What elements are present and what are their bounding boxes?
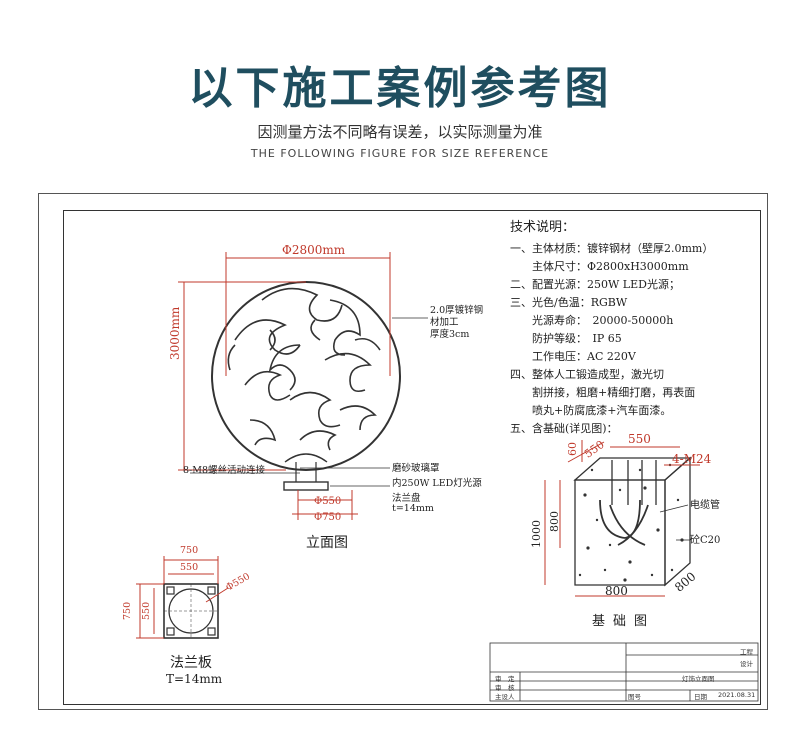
elevation-dimensions xyxy=(178,252,391,520)
sphere-width-dim: Φ2800mm xyxy=(282,243,346,257)
spec-line: 五、含基础(详见图)： xyxy=(510,422,618,435)
tb-date-value: 2021.08.31 xyxy=(718,691,756,699)
flange-dimensions xyxy=(136,556,229,639)
page-subtitle-en: THE FOLLOWING FIGURE FOR SIZE REFERENCE xyxy=(250,147,550,160)
foundation-dim-1000: 1000 xyxy=(530,520,543,548)
base-dim-750: Φ750 xyxy=(314,512,342,523)
page-subtitle: 因测量方法不同略有误差，以实际测量为准 xyxy=(257,123,543,141)
tb-review: 审 定 xyxy=(495,675,515,683)
tb-lead: 主设人 xyxy=(495,693,515,701)
flange-dim-750-v: 750 xyxy=(122,601,133,620)
flange-note: 法兰盘 xyxy=(392,493,421,504)
foundation-dim-60: 60 xyxy=(566,442,579,456)
spec-line: 二、配置光源：250W LED光源； xyxy=(510,278,680,291)
spec-line: 四、整体人工锻造成型，激光切 xyxy=(510,368,664,381)
base-dim-550: Φ550 xyxy=(314,496,342,507)
material-note: 2.0厚镀锌钢 材加工 厚度3cm xyxy=(430,305,484,340)
tb-drawing-no: 图号 xyxy=(628,693,641,701)
spec-line: 三、光色/色温：RGBW xyxy=(510,296,628,309)
page-title: 以下施工案例参考图 xyxy=(188,63,612,114)
foundation-dim-550b: 550 xyxy=(628,432,651,446)
light-source-note: 内250W LED灯光源 xyxy=(392,478,482,489)
sphere-height-dim: 3000mm xyxy=(168,306,182,360)
elevation-caption: 立面图 xyxy=(306,535,348,551)
tb-check: 审 核 xyxy=(495,684,515,692)
flange-dim-550-h: 550 xyxy=(180,562,199,573)
flange-thickness-note: t=14mm xyxy=(392,503,434,514)
glass-cover-note: 磨砂玻璃罩 xyxy=(392,463,440,474)
anchor-bolts-label: 4-M24 xyxy=(672,452,712,466)
spec-line: 割拼接，粗磨+精细打磨，再表面 xyxy=(510,386,696,399)
drawing-frame xyxy=(63,210,761,705)
spec-line: 一、主体材质：镀锌钢材（壁厚2.0mm） xyxy=(510,242,714,255)
tb-project: 工程 xyxy=(740,648,753,656)
tb-drawing-name: 灯饰立面图 xyxy=(682,675,715,683)
foundation-dim-800v: 800 xyxy=(548,511,561,532)
sphere-elevation xyxy=(211,281,401,491)
flange-thickness: T=14mm xyxy=(166,672,223,686)
spec-line: 光源寿命： 20000-50000h xyxy=(510,314,674,327)
spec-line: 工作电压：AC 220V xyxy=(510,350,636,363)
concrete-label: 砼C20 xyxy=(690,535,721,546)
title-block xyxy=(489,642,759,702)
bolt-note: 8-M8螺丝活动连接 xyxy=(183,465,266,476)
foundation-dim-800h: 800 xyxy=(605,584,628,598)
spec-line: 主体尺寸：Φ2800xH3000mm xyxy=(510,260,689,273)
specs-heading: 技术说明： xyxy=(510,220,576,235)
flange-plate xyxy=(163,583,219,639)
foundation-block xyxy=(573,456,692,587)
spec-line: 防护等级： IP 65 xyxy=(510,332,622,345)
tb-date-label: 日期 xyxy=(694,693,707,701)
spec-line: 喷丸+防腐底漆+汽车面漆。 xyxy=(510,404,672,417)
flange-dim-750-h: 750 xyxy=(180,545,199,556)
flange-caption: 法兰板 xyxy=(170,655,212,671)
foundation-dimensions xyxy=(544,440,700,597)
drawing-sheet xyxy=(38,193,768,710)
foundation-caption: 基础图 xyxy=(592,614,656,629)
tb-design: 设计 xyxy=(740,660,753,668)
flange-dim-550-v: 550 xyxy=(141,601,152,620)
cable-conduit-label: 电缆管 xyxy=(690,500,720,511)
